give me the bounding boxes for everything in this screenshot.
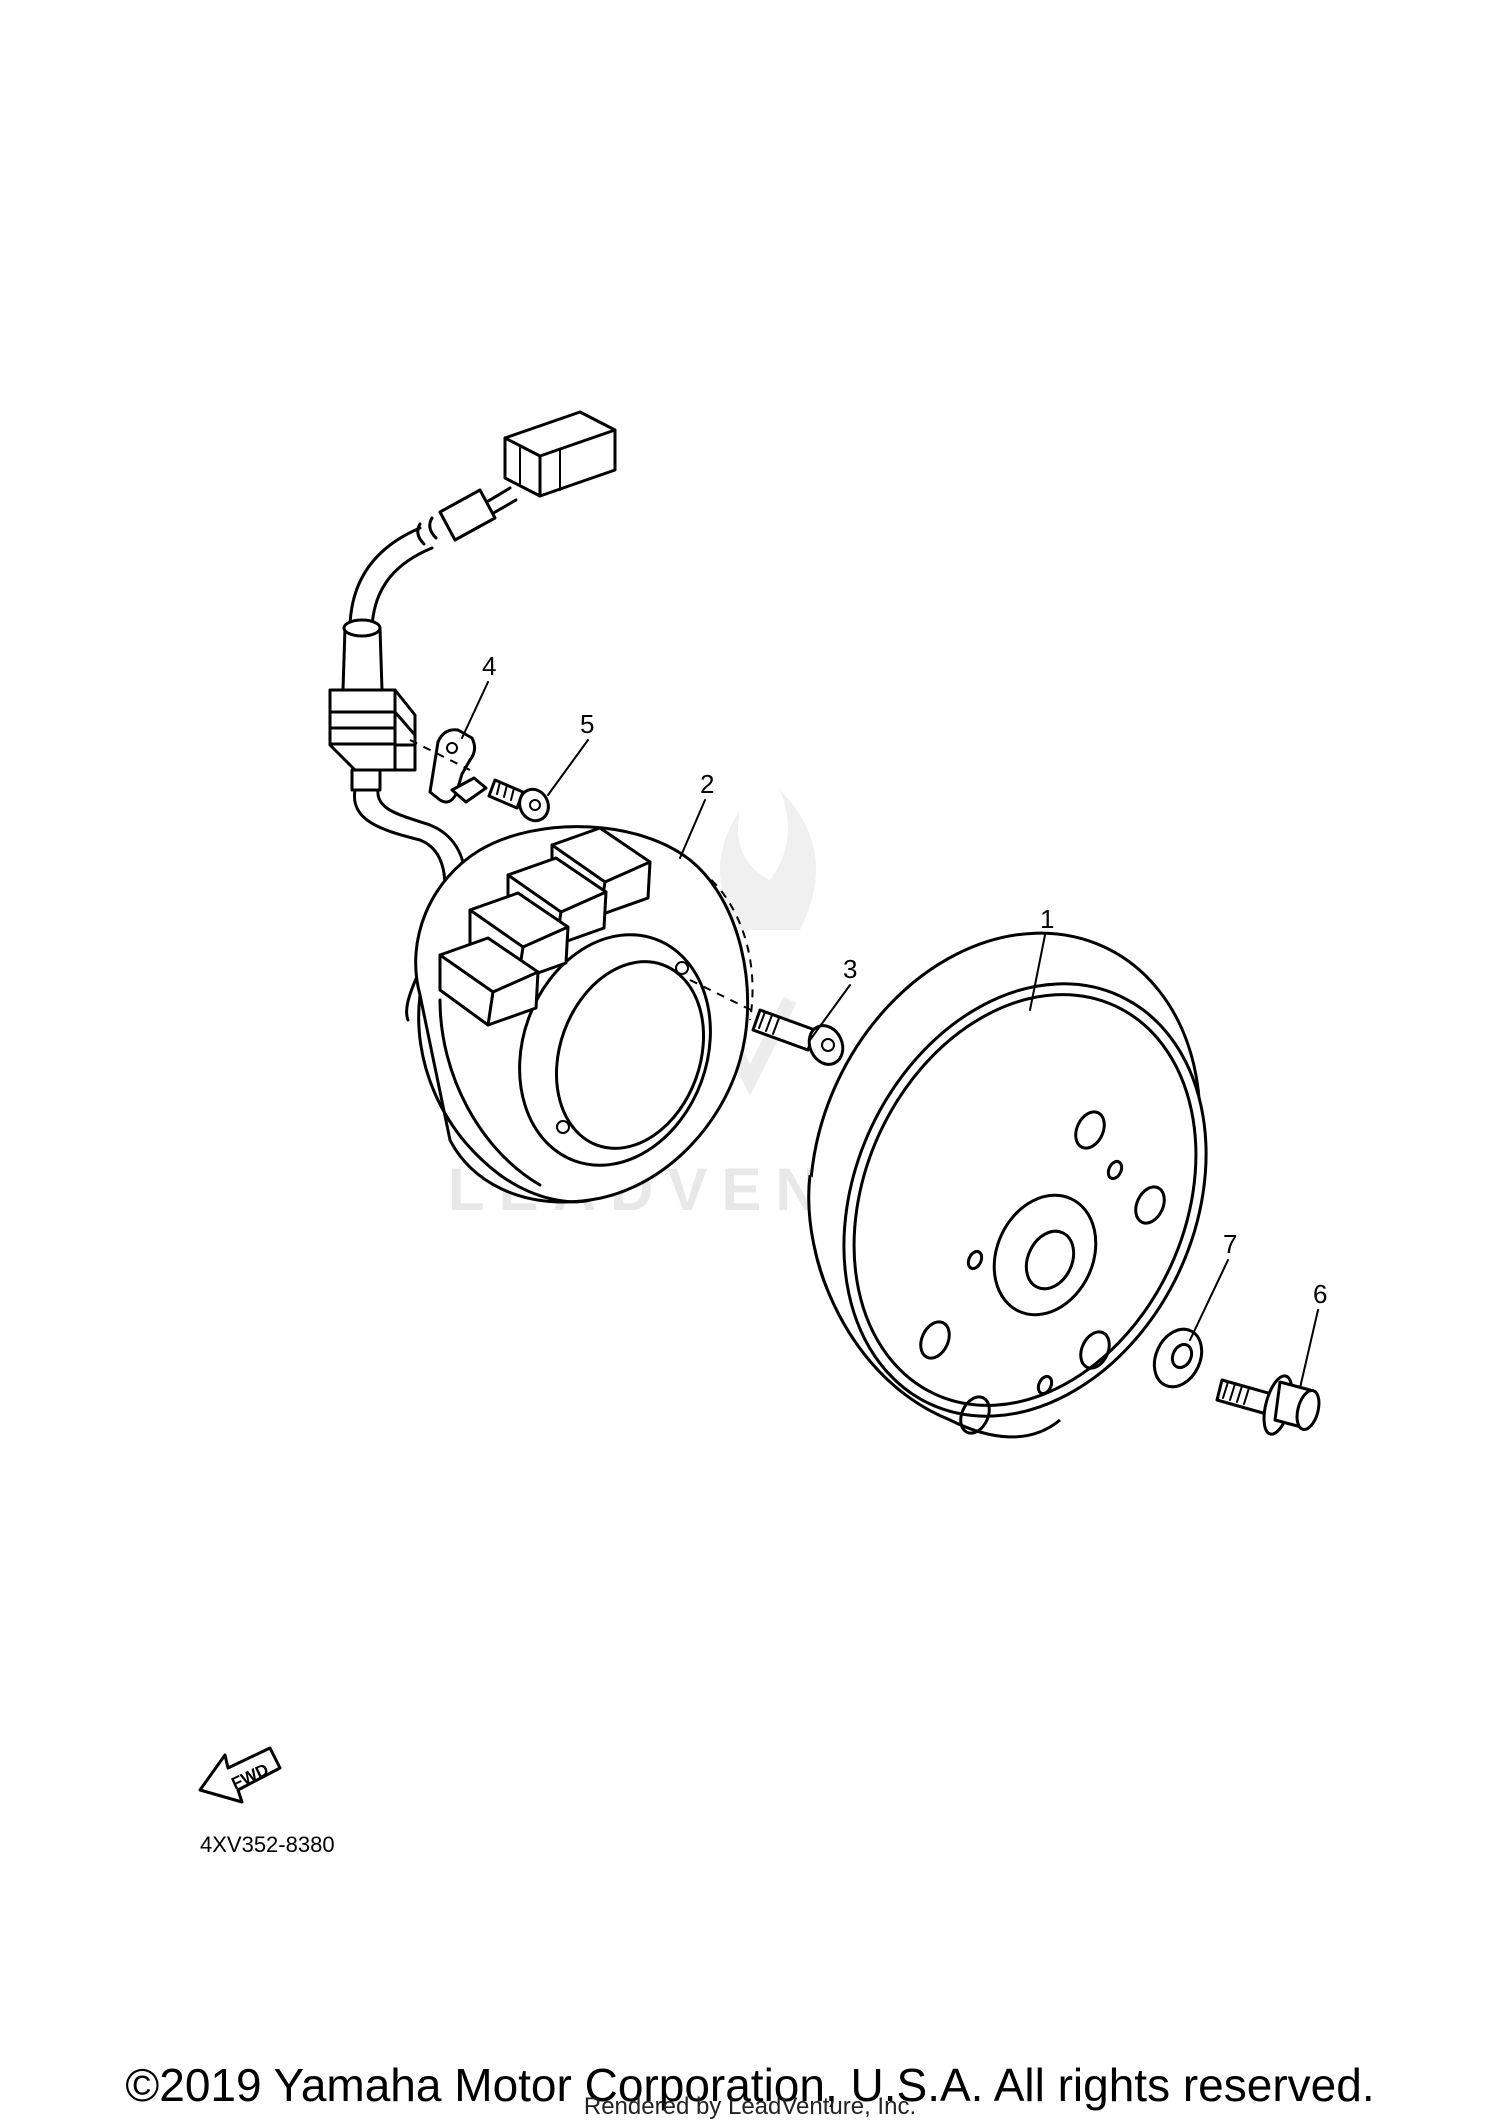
rendered-by-credit: Rendered by LeadVenture, Inc. — [583, 2093, 917, 2120]
callout-4: 4 — [482, 651, 496, 681]
callout-1: 1 — [1040, 904, 1054, 934]
callout-5: 5 — [580, 709, 594, 739]
leader-lines — [461, 681, 1319, 1389]
rotor-part-1 — [807, 931, 1208, 1439]
callout-7: 7 — [1223, 1229, 1237, 1259]
screw-part-5 — [409, 739, 550, 823]
fwd-direction-arrow: FWD — [198, 1746, 282, 1804]
washer-part-7 — [1152, 1327, 1204, 1389]
flange-bolt-part-6 — [1215, 1374, 1321, 1436]
stator-coil-poles — [438, 826, 652, 1027]
callout-6: 6 — [1313, 1279, 1327, 1309]
wire-clamp-part-4 — [428, 728, 488, 804]
wire-harness — [328, 410, 617, 1022]
callout-labels: 1 2 3 4 5 6 7 — [482, 651, 1327, 1309]
copyright-notice: ©2019 Yamaha Motor Corporation, U.S.A. A… — [125, 2059, 1375, 2111]
bolt-part-3 — [689, 979, 845, 1066]
callout-2: 2 — [700, 769, 714, 799]
part-diagram-code: 4XV352-8380 — [200, 1832, 335, 1857]
stator-part-2 — [414, 825, 754, 1204]
callout-3: 3 — [843, 954, 857, 984]
